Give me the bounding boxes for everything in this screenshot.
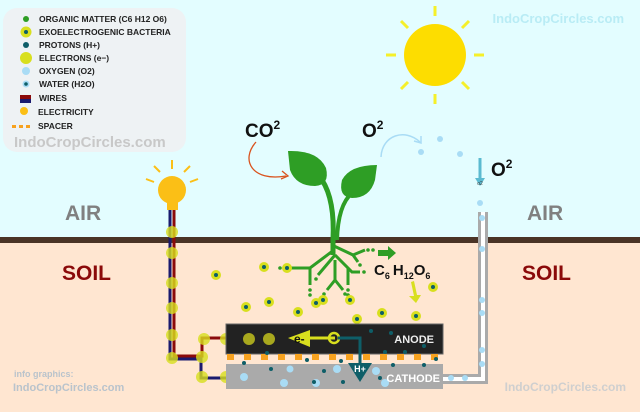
legend-label: WATER (H2O) — [39, 79, 95, 89]
footer-site-right: IndoCropCircles.com — [505, 380, 626, 394]
light-bulb-icon — [145, 160, 199, 210]
electrons-anode — [243, 333, 275, 345]
oxygen-cathode — [240, 365, 389, 387]
footer-site-left: IndoCropCircles.com — [13, 382, 124, 394]
electron-icon — [20, 52, 32, 64]
spacer-icon — [12, 125, 16, 128]
proton-label: H+ — [354, 364, 366, 374]
legend-watermark: IndoCropCircles.com — [14, 134, 166, 151]
legend-label: EXOELECTROGENIC BACTERIA — [39, 27, 171, 37]
oxygen-icon — [22, 67, 30, 75]
oxygen-particles — [418, 136, 483, 206]
spacer — [227, 354, 438, 360]
leaf-left — [288, 150, 327, 186]
proton-icon — [23, 42, 29, 48]
soil-label-right: SOIL — [522, 262, 571, 285]
proton-arrow — [338, 336, 362, 366]
air-label-left: AIR — [65, 202, 101, 225]
co2-label: CO2 — [245, 118, 281, 142]
protons — [242, 329, 438, 384]
legend-label: ELECTRICITY — [38, 107, 94, 117]
cathode-label: CATHODE — [386, 373, 440, 385]
legend-label: ORGANIC MATTER (C6 H12 O6) — [39, 14, 167, 24]
o2-arrow — [380, 134, 421, 158]
legend-label: ELECTRONS (e−) — [39, 53, 109, 63]
legend-label: SPACER — [38, 121, 73, 131]
watermark-top: IndoCropCircles.com — [493, 11, 624, 26]
leaf-right — [341, 165, 377, 198]
electricity-icon — [20, 107, 28, 115]
sun-icon — [386, 6, 484, 104]
anode-label: ANODE — [394, 334, 434, 346]
legend-label: WIRES — [39, 93, 67, 103]
wire-icon — [20, 95, 31, 99]
o2-label: O2 — [362, 118, 384, 142]
electron-label: e- — [294, 332, 305, 346]
o2-label-right: O2 — [491, 157, 513, 181]
organic-matter-icon — [23, 16, 29, 22]
ground-line — [0, 237, 640, 243]
glucose-down-arrow — [409, 281, 421, 303]
legend: ORGANIC MATTER (C6 H12 O6) EXOELECTROGEN… — [3, 8, 186, 152]
bacteria-particles — [211, 262, 438, 324]
legend-label: PROTONS (H+) — [39, 40, 100, 50]
electrons-wire — [166, 226, 232, 383]
soil-label-left: SOIL — [62, 262, 111, 285]
legend-label: OXYGEN (O2) — [39, 66, 95, 76]
co2-arrow — [248, 141, 287, 178]
proton-arrow-group: H+ — [338, 336, 372, 382]
glucose-arrow — [378, 246, 396, 260]
oxygen-pipe — [432, 212, 488, 388]
proton-arrow-head — [348, 363, 372, 382]
air-label-right: AIR — [527, 202, 563, 225]
info-graphics-label: info graphics: — [14, 369, 74, 379]
o2-small-label: o2 — [477, 181, 483, 187]
plant — [278, 150, 396, 297]
